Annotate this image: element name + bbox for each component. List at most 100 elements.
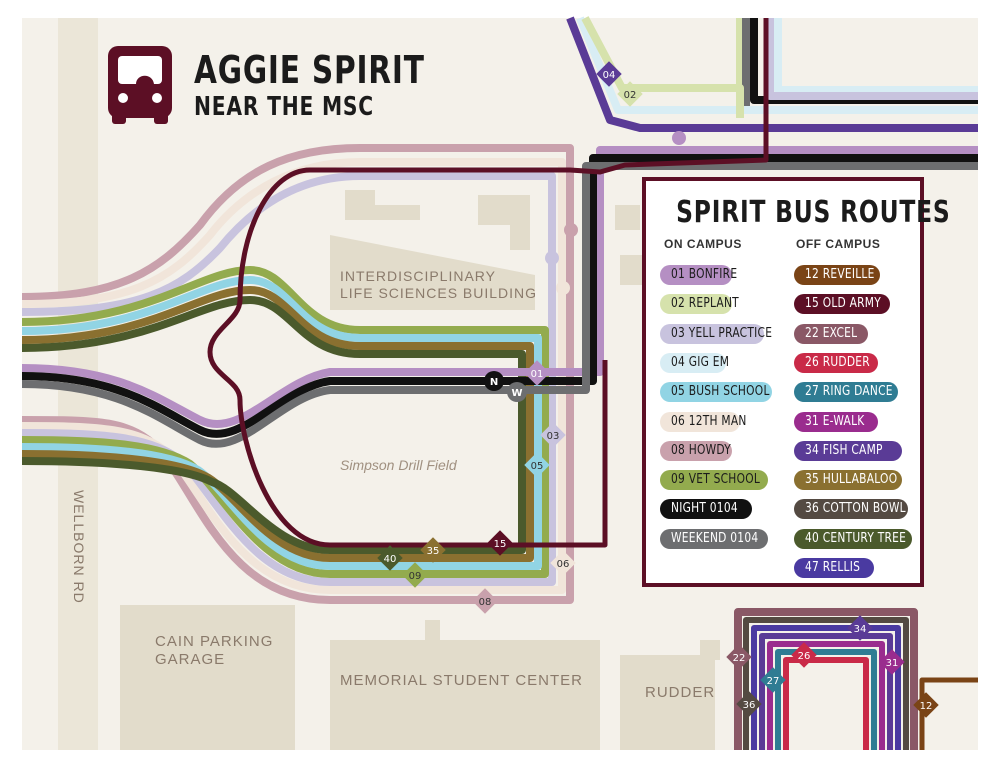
stop-night[interactable]: N [484,371,504,391]
legend-route-10[interactable]: WEEKEND 0104 [660,528,768,549]
legend-route-1[interactable]: 01 BONFIRE [660,265,737,285]
legend-route-6[interactable]: 06 12TH MAN [660,411,746,432]
stop-34[interactable]: 34 [847,615,873,641]
rudder-label: RUDDER [645,684,715,701]
legend-route-label: 27 RING DANCE [805,384,893,400]
legend-route-3[interactable]: 03 YELL PRACTICE [660,323,772,344]
stop-04[interactable]: 04 [596,61,622,87]
route-35-line [21,286,534,562]
legend-route-10[interactable]: 40 CENTURY TREE [794,528,912,549]
stop-31[interactable]: 31 [879,649,905,675]
stop-40[interactable]: 40 [377,545,403,571]
svg-text:15: 15 [494,539,507,550]
on-campus-heading: ON CAMPUS [664,237,742,251]
stop-02[interactable]: 02 [617,81,643,107]
legend-route-6[interactable]: 31 E-WALK [794,411,878,432]
stop-weekend[interactable]: W [507,382,527,402]
legend-route-1[interactable]: 12 REVEILLE [794,265,880,285]
legend-route-label: 12 REVEILLE [805,267,875,282]
legend-route-label: 02 REPLANT [671,296,739,312]
svg-text:27: 27 [767,676,780,687]
legend-route-label: 09 VET SCHOOL [671,472,761,488]
svg-text:03: 03 [547,431,560,442]
legend-route-label: 31 E-WALK [805,413,865,429]
svg-text:09: 09 [409,571,422,582]
msc-building [330,620,600,750]
stop-03[interactable]: 03 [540,422,566,448]
legend-route-label: NIGHT 0104 [671,501,738,517]
svg-text:22: 22 [733,653,746,664]
route-weekend-line [21,162,978,448]
legend-route-label: 26 RUDDER [805,354,870,370]
msc-label: MEMORIAL STUDENT CENTER [340,672,583,689]
svg-text:35: 35 [427,546,440,557]
legend-route-5[interactable]: 27 RING DANCE [794,382,898,403]
stop-05[interactable]: 05 [524,452,550,478]
svg-text:04: 04 [603,70,616,81]
stop-15[interactable]: 15 [487,530,513,556]
svg-text:01: 01 [531,369,544,380]
page-subtitle: NEAR THE MSC [194,92,374,122]
svg-text:06: 06 [557,559,570,570]
legend-route-label: 34 FISH CAMP [805,442,883,458]
bus-icon [108,46,172,124]
legend-route-7[interactable]: 34 FISH CAMP [794,440,902,461]
svg-text:08: 08 [479,597,492,608]
legend-panel: SPIRIT BUS ROUTES ON CAMPUS OFF CAMPUS 0… [642,177,951,587]
stop-26[interactable]: 26 [791,642,817,668]
legend-route-4[interactable]: 26 RUDDER [794,352,878,373]
ilsb-building [330,235,535,310]
legend-route-label: 01 BONFIRE [671,267,738,282]
legend-route-2[interactable]: 02 REPLANT [660,294,739,315]
legend-route-2[interactable]: 15 OLD ARMY [794,294,890,315]
wellborn-label: WELLBORN RD [71,490,87,604]
svg-text:26: 26 [798,651,811,662]
route-15-line [207,18,769,548]
legend-route-5[interactable]: 05 BUSH SCHOOL [660,382,772,403]
stop-09[interactable]: 09 [402,562,428,588]
svg-text:N: N [490,377,498,388]
legend-route-label: 35 HULLABALOO [805,472,898,488]
legend-route-label: 08 HOWDY [671,442,732,458]
cain-label-line2: GARAGE [155,651,225,668]
svg-text:05: 05 [531,461,544,472]
legend-route-8[interactable]: 35 HULLABALOO [794,470,902,491]
stop-06[interactable]: 06 [550,550,576,576]
legend-title: SPIRIT BUS ROUTES [676,195,951,230]
stop-12[interactable]: 12 [913,692,939,718]
route-night-line [21,154,978,438]
legend-route-9[interactable]: NIGHT 0104 [660,499,752,520]
stop-22[interactable]: 22 [726,644,752,670]
stop-08[interactable]: 08 [472,588,498,614]
svg-text:31: 31 [886,658,899,669]
stop-35[interactable]: 35 [420,537,446,563]
legend-route-label: 36 COTTON BOWL [805,501,906,517]
legend-route-label: 05 BUSH SCHOOL [671,384,770,400]
svg-text:W: W [511,388,522,399]
legend-route-label: 47 RELLIS [805,560,861,575]
stop-36[interactable]: 36 [736,691,762,717]
route-01-line [21,146,978,429]
legend-route-label: 06 12TH MAN [671,413,747,429]
route-05-line [21,276,542,570]
legend-route-11[interactable]: 47 RELLIS [794,558,874,578]
ilsb-label-line2: LIFE SCIENCES BUILDING [340,285,537,301]
legend-route-label: 03 YELL PRACTICE [671,325,773,341]
stop-27[interactable]: 27 [760,667,786,693]
off-campus-heading: OFF CAMPUS [796,237,881,251]
legend-route-9[interactable]: 36 COTTON BOWL [794,499,908,520]
legend-route-3[interactable]: 22 EXCEL [794,323,868,344]
legend-route-7[interactable]: 08 HOWDY [660,440,732,461]
page-title: AGGIE SPIRIT [194,48,425,92]
route-09-line [21,266,549,578]
cain-label-line1: CAIN PARKING [155,633,273,650]
legend-route-label: 15 OLD ARMY [805,296,882,312]
legend-route-label: 04 GIG EM [671,354,730,370]
legend-route-label: WEEKEND 0104 [671,530,759,546]
svg-text:02: 02 [624,90,637,101]
legend-route-label: 40 CENTURY TREE [805,530,907,546]
legend-route-8[interactable]: 09 VET SCHOOL [660,470,768,491]
stop-01[interactable]: 01 [524,360,550,386]
rudder-building [620,655,715,750]
legend-route-4[interactable]: 04 GIG EM [660,352,730,373]
